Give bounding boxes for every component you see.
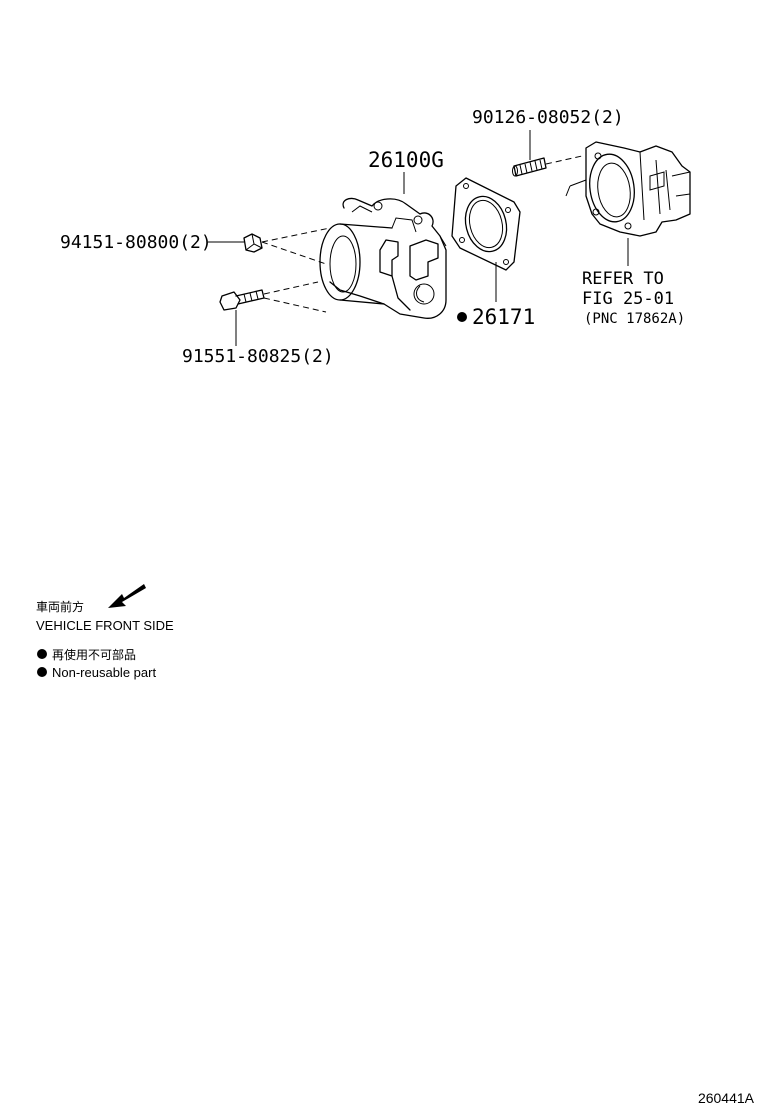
- leader-lines: [208, 130, 629, 346]
- part-number-94151: 94151-80800(2): [60, 232, 212, 253]
- throttle-body-drawing: [319, 197, 447, 319]
- intake-reference-drawing: [565, 141, 691, 237]
- non-reusable-jp-label: 再使用不可部品: [52, 647, 136, 662]
- non-reusable-marker-icon: [457, 312, 467, 322]
- front-side-jp-label: 車両前方: [36, 599, 84, 614]
- filled-circle-icon: [37, 667, 47, 677]
- part-number-26100g: 26100G: [368, 148, 444, 172]
- arrow-down-left-icon: [108, 584, 146, 608]
- figure-id: 260441A: [698, 1090, 755, 1106]
- bolt-drawing: [219, 289, 265, 311]
- nut-drawing: [243, 233, 263, 253]
- legend: 車両前方 VEHICLE FRONT SIDE 再使用不可部品 Non-reus…: [36, 584, 174, 680]
- front-side-en-label: VEHICLE FRONT SIDE: [36, 618, 174, 633]
- reference-line-2: FIG 25-01: [582, 289, 674, 309]
- non-reusable-en-label: Non-reusable part: [52, 665, 156, 680]
- filled-circle-icon: [37, 649, 47, 659]
- assembly-lines: [261, 155, 583, 313]
- part-number-90126: 90126-08052(2): [472, 107, 624, 128]
- stud-drawing: [512, 157, 547, 177]
- reference-line-3: (PNC 17862A): [584, 311, 685, 327]
- gasket-drawing: [451, 177, 521, 271]
- part-number-26171: 26171: [472, 305, 535, 329]
- reference-line-1: REFER TO: [582, 269, 664, 289]
- part-number-91551: 91551-80825(2): [182, 346, 334, 367]
